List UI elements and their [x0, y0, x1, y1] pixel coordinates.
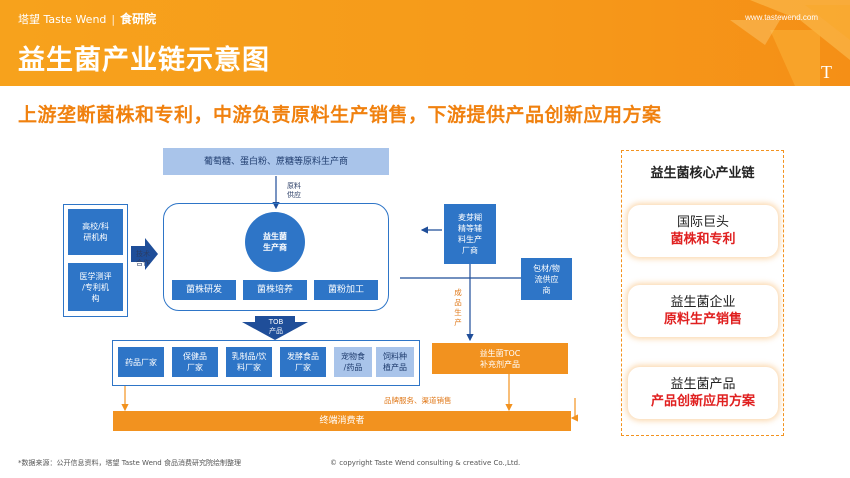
manufacturers-group — [112, 340, 420, 386]
toc-products: 益生菌TOC 补充剂产品 — [432, 343, 568, 374]
malt-supplier: 麦芽糊 精等辅 料生产 厂商 — [444, 204, 496, 264]
site-url: www.tastewend.com — [745, 13, 818, 22]
manufacturer-dairy: 乳制品/饮 料厂家 — [226, 347, 272, 377]
medical-patent-org: 医学测评 /专利机 构 — [68, 263, 123, 311]
page-title: 益生菌产业链示意图 — [18, 45, 270, 76]
panel-title: 益生菌核心产业链 — [650, 166, 755, 181]
product-supply-label: 成 品 生 产 — [454, 288, 462, 327]
tech-coop-label: 技术 合作 — [136, 250, 150, 267]
tob-label: TOB 产品 — [268, 318, 284, 335]
manufacturer-pharma: 药品厂家 — [118, 347, 164, 377]
core-producer-group — [163, 203, 389, 311]
page-subtitle: 上游垄断菌株和专利，中游负责原料生产销售，下游提供产品创新应用方案 — [18, 104, 662, 126]
panel-item-products: 益生菌产品 产品创新应用方案 — [628, 367, 778, 419]
step-powder-processing: 菌粉加工 — [314, 280, 378, 300]
manufacturer-pet: 宠物食 /药品 — [334, 347, 372, 377]
research-institute: 高校/科 研机构 — [68, 209, 123, 255]
decorative-shapes — [730, 0, 850, 86]
step-strain-culture: 菌株培养 — [243, 280, 307, 300]
manufacturer-fermented: 发酵食品 厂家 — [280, 347, 326, 377]
panel-item-giants: 国际巨头 菌株和专利 — [628, 205, 778, 257]
raw-material-supplier: 葡萄糖、蛋白粉、蔗糖等原料生产商 — [163, 148, 389, 175]
t-logo: T — [821, 62, 832, 82]
raw-supply-label: 原料 供应 — [287, 182, 301, 199]
manufacturer-feed: 饲料种 植产品 — [376, 347, 414, 377]
brand-logo: 塔望 Taste Wend|食研院 — [18, 12, 157, 26]
packaging-supplier: 包材/物 流供应 商 — [521, 258, 572, 300]
step-strain-rd: 菌株研发 — [172, 280, 236, 300]
manufacturer-health: 保健品 厂家 — [172, 347, 218, 377]
research-group — [63, 204, 128, 317]
brand-service-label: 品牌服务、渠道销售 — [384, 396, 452, 405]
panel-item-enterprises: 益生菌企业 原料生产销售 — [628, 285, 778, 337]
data-source-note: *数据来源：公开信息资料，塔望 Taste Wend 食品消费研究院绘制整理 — [18, 459, 241, 467]
end-consumer: 终端消费者 — [113, 411, 571, 431]
core-chain-panel — [621, 150, 784, 436]
core-producer: 益生菌 生产商 — [245, 212, 305, 272]
header-banner: 塔望 Taste Wend|食研院 www.tastewend.com 益生菌产… — [0, 0, 850, 86]
copyright-note: © copyright Taste Wend consulting & crea… — [330, 459, 521, 467]
